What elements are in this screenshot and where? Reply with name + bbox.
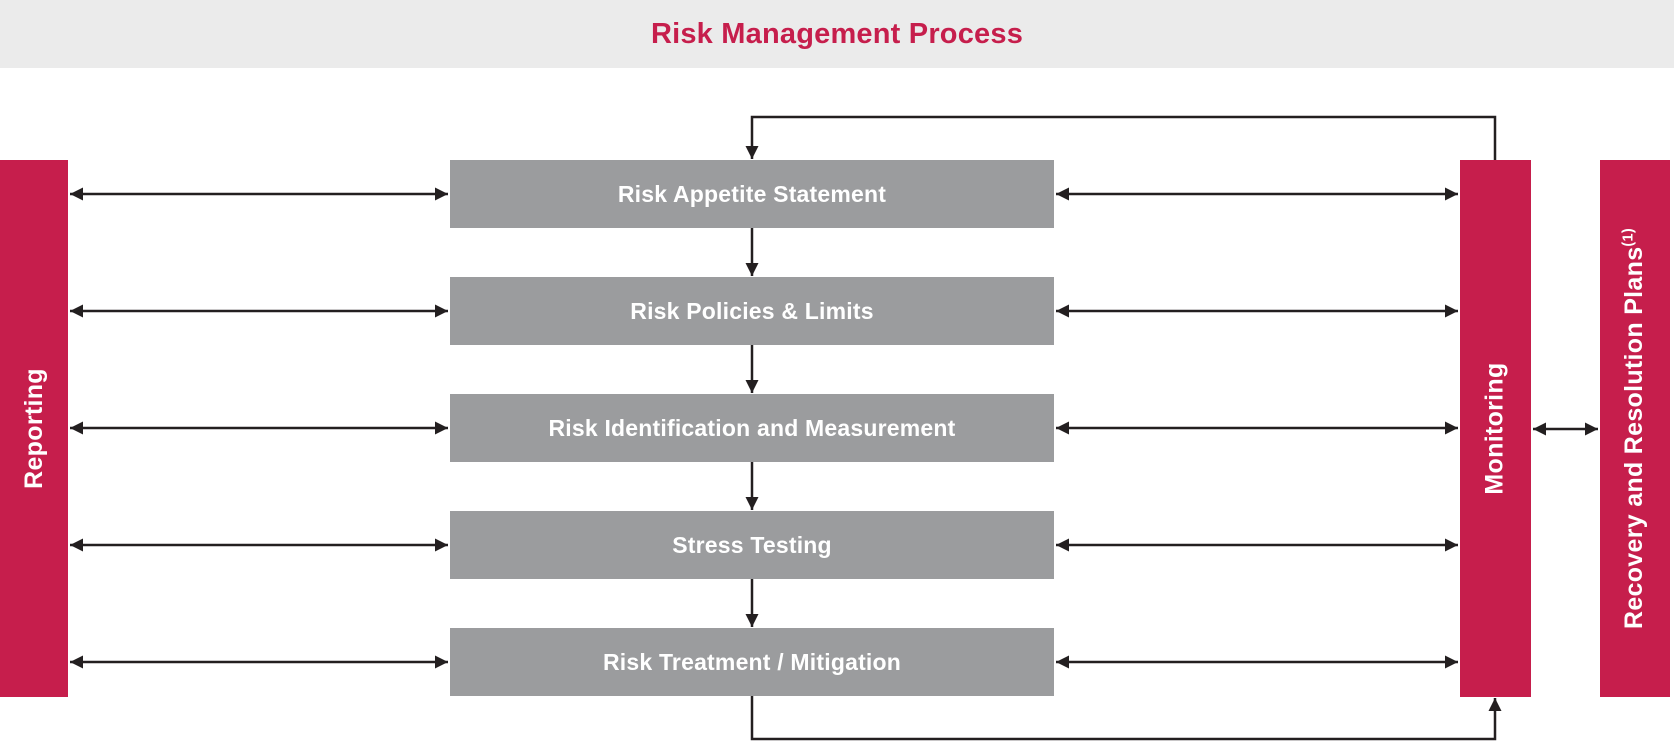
recovery-resolution-label-text: Recovery and Resolution Plans	[1620, 246, 1649, 630]
process-step-label: Risk Identification and Measurement	[548, 414, 956, 441]
footnote-marker: (1)	[1621, 227, 1638, 247]
process-step-risk-appetite-statement: Risk Appetite Statement	[450, 160, 1054, 228]
process-step-risk-identification-measurement: Risk Identification and Measurement	[450, 394, 1054, 462]
reporting-bar: Reporting	[0, 160, 68, 697]
treatment-monitoring-bottom-loop	[750, 696, 1502, 741]
recovery-resolution-label: Recovery and Resolution Plans(1)	[1621, 228, 1650, 629]
recovery-resolution-bar: Recovery and Resolution Plans(1)	[1600, 160, 1670, 697]
reporting-step-bidirectional-arrows	[70, 187, 448, 669]
process-step-label: Risk Treatment / Mitigation	[602, 648, 902, 675]
process-step-label: Risk Policies & Limits	[630, 297, 874, 324]
reporting-label: Reporting	[19, 368, 48, 489]
monitoring-feedback-top-loop	[745, 115, 1497, 160]
process-step-label: Risk Appetite Statement	[617, 180, 887, 207]
monitoring-label: Monitoring	[1481, 362, 1510, 495]
process-step-risk-treatment-mitigation: Risk Treatment / Mitigation	[450, 628, 1054, 696]
page-title: Risk Management Process	[650, 17, 1024, 50]
process-step-label: Stress Testing	[672, 531, 832, 558]
title-banner: Risk Management Process	[0, 0, 1674, 68]
step-monitoring-bidirectional-arrows	[1056, 187, 1458, 669]
process-step-stress-testing: Stress Testing	[450, 511, 1054, 579]
monitoring-bar: Monitoring	[1460, 160, 1531, 697]
process-step-risk-policies-limits: Risk Policies & Limits	[450, 277, 1054, 345]
